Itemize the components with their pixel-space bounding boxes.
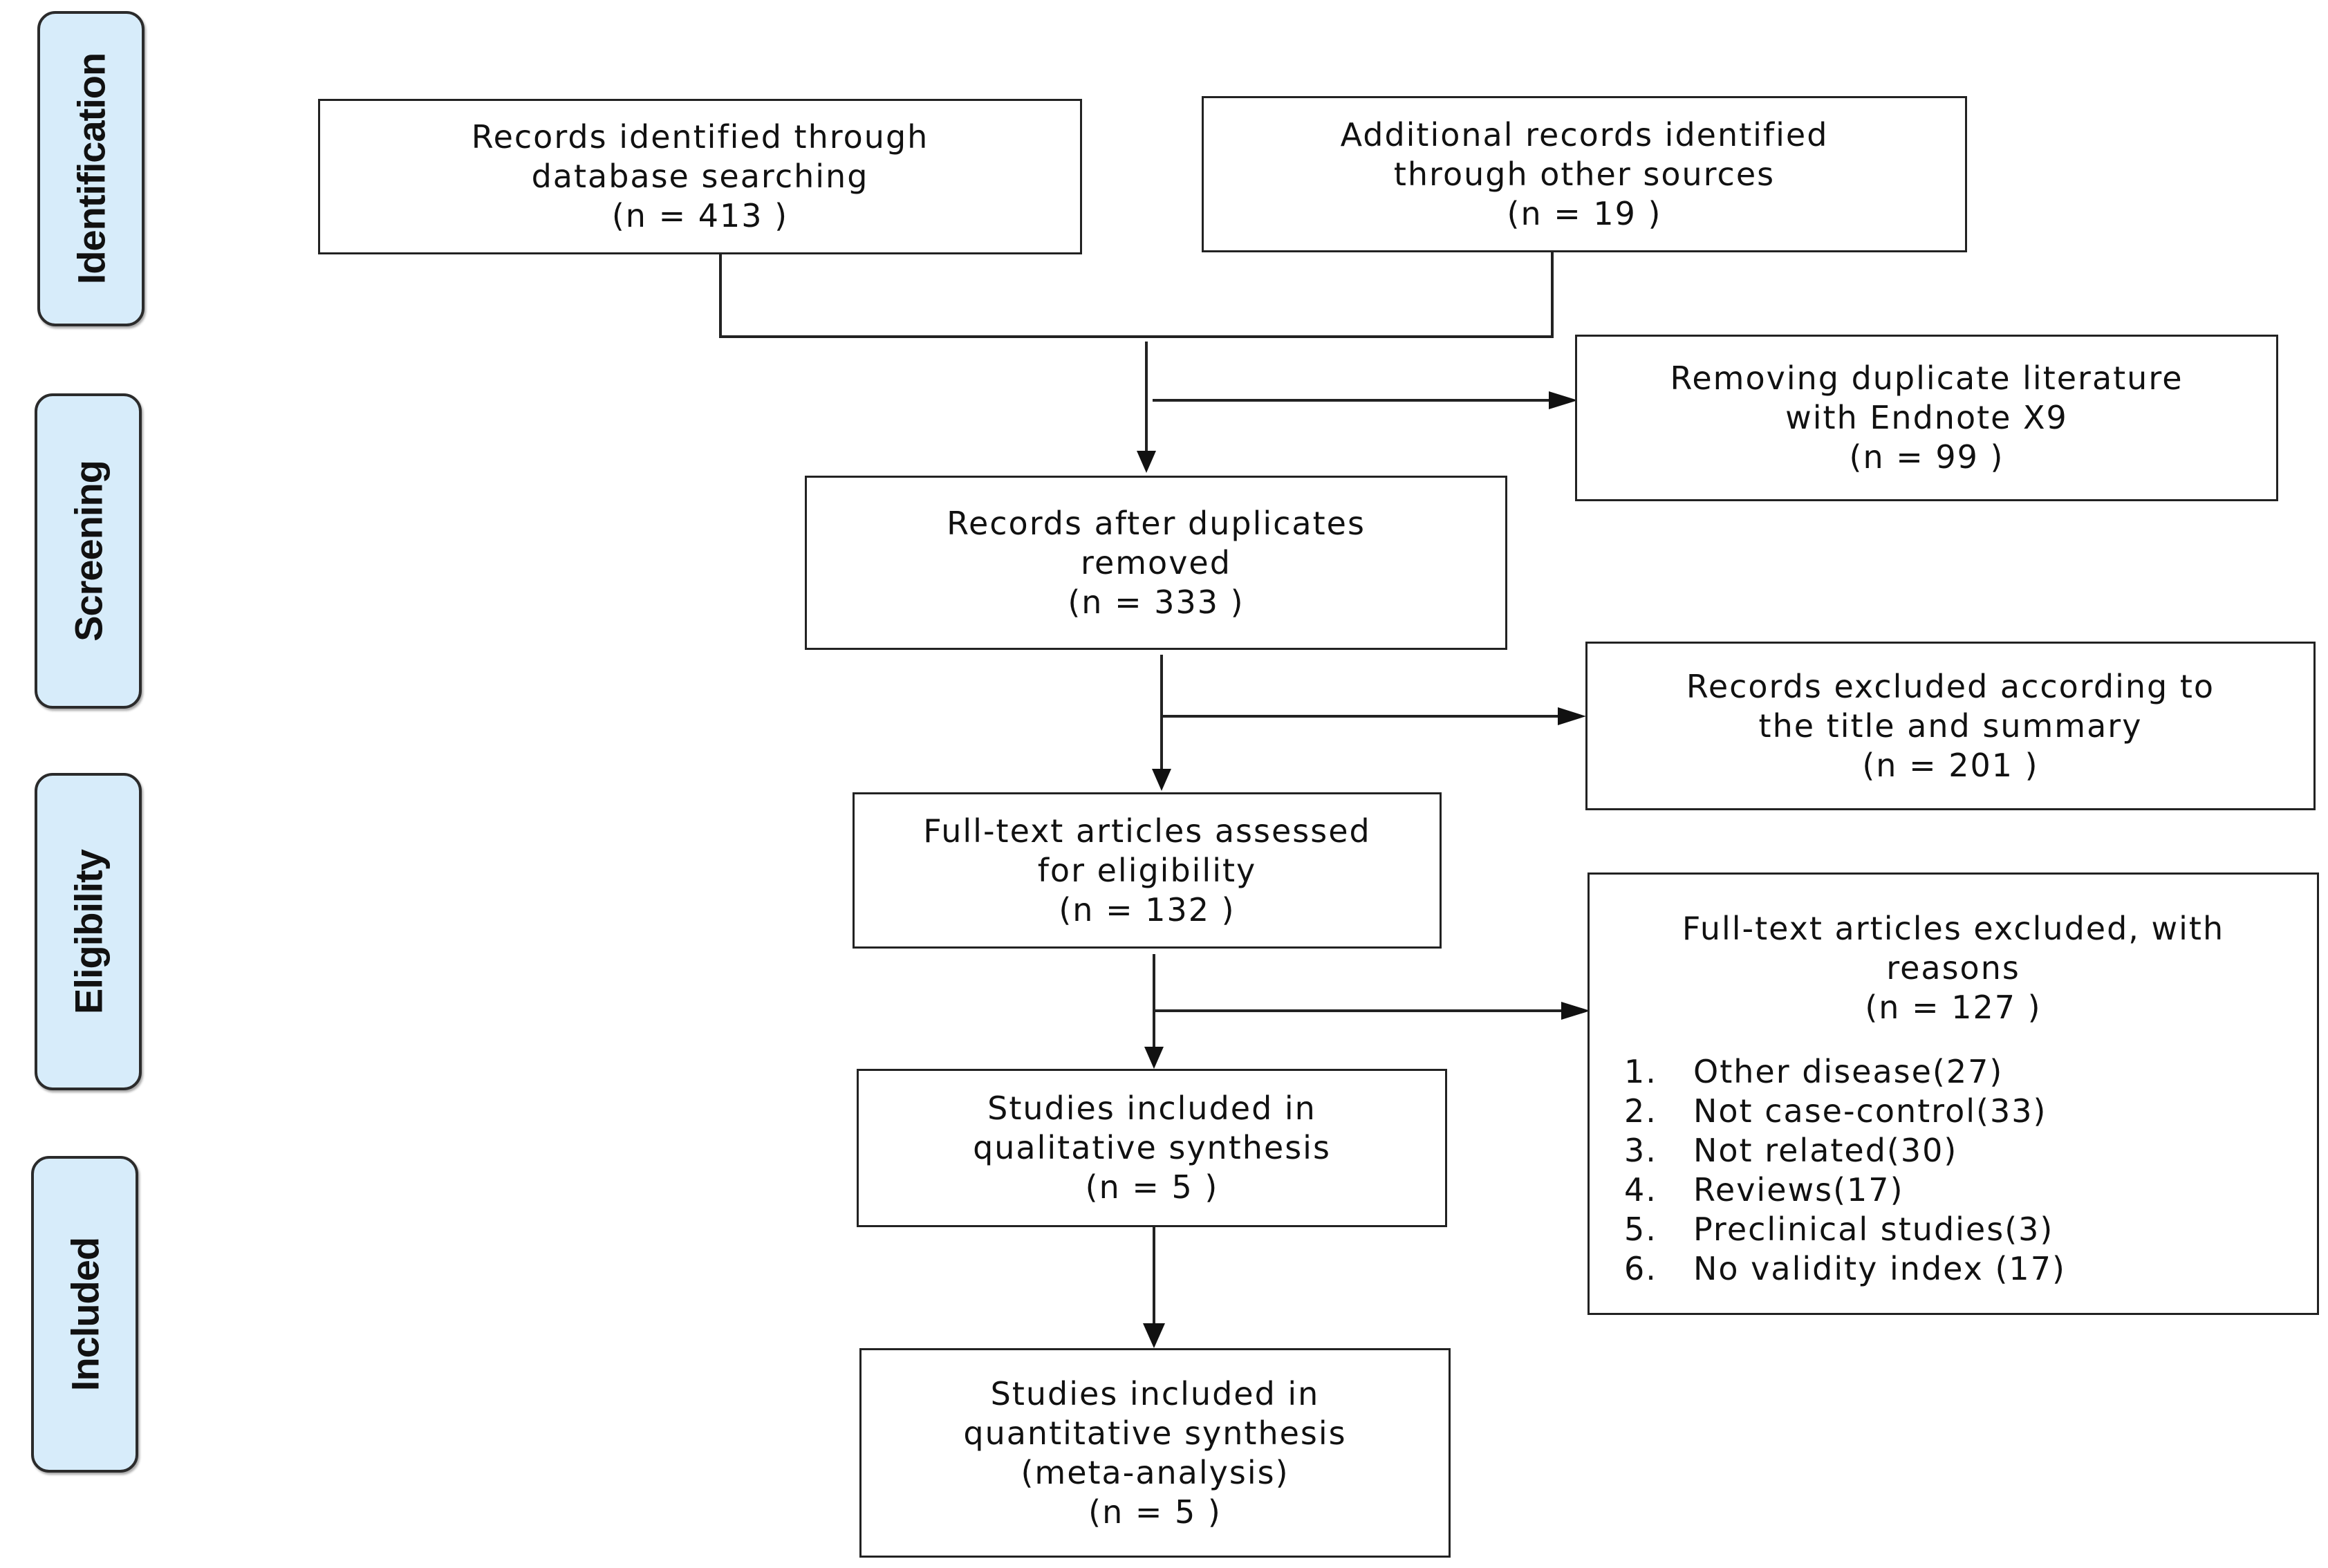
box-text: the title and summary	[1758, 707, 2143, 745]
box-text: Records identified through	[471, 118, 929, 156]
box-text: for eligibility	[1037, 851, 1257, 889]
stage-included: Included	[31, 1156, 138, 1473]
stage-identification: Identification	[37, 11, 145, 326]
stage-screening: Screening	[35, 393, 142, 709]
list-item-number: 5.	[1624, 1211, 1657, 1248]
box-text: Full-text articles assessed	[923, 812, 1371, 850]
list-item: 1. Other disease(27)	[1624, 1052, 2066, 1092]
box-fulltext-excluded: Full-text articles excluded, with reason…	[1587, 872, 2319, 1315]
arrowhead-after-duplicates	[1137, 451, 1156, 473]
box-text: Studies included in	[987, 1090, 1316, 1127]
list-item-text: No validity index (17)	[1693, 1250, 2066, 1287]
list-item-text: Not related(30)	[1693, 1132, 1958, 1169]
box-qualitative-synthesis: Studies included in qualitative synthesi…	[857, 1069, 1447, 1227]
box-after-duplicates: Records after duplicates removed (n = 33…	[805, 476, 1507, 650]
arrowhead-fulltext	[1152, 769, 1171, 791]
arrowhead-endnote	[1549, 391, 1578, 409]
box-count: (n = 333 )	[1068, 583, 1245, 621]
box-fulltext-assessed: Full-text articles assessed for eligibil…	[853, 792, 1442, 949]
box-count: (n = 132 )	[1059, 890, 1236, 928]
box-text: reasons	[1886, 949, 2020, 987]
list-item: 5. Preclinical studies(3)	[1624, 1210, 2066, 1249]
stage-eligibility: Eligibility	[35, 773, 142, 1090]
box-excluded-title-summary: Records excluded according to the title …	[1585, 642, 2316, 810]
box-text: Full-text articles excluded, with	[1682, 910, 2225, 947]
list-item: 2. Not case-control(33)	[1624, 1092, 2066, 1131]
arrowhead-excluded-title	[1558, 707, 1586, 725]
box-text: Studies included in	[990, 1374, 1320, 1412]
box-text: Records after duplicates	[947, 504, 1366, 542]
box-duplicates-endnote: Removing duplicate literature with Endno…	[1575, 335, 2278, 501]
box-text: (meta-analysis)	[1021, 1453, 1289, 1491]
box-text: qualitative synthesis	[973, 1129, 1331, 1166]
box-text: through other sources	[1393, 155, 1776, 193]
arrowhead-fulltext-excluded	[1561, 1002, 1590, 1020]
box-count: (n = 127 )	[1865, 989, 2042, 1026]
arrowhead-qualitative	[1144, 1047, 1164, 1069]
box-text: quantitative synthesis	[963, 1414, 1347, 1452]
list-item: 3. Not related(30)	[1624, 1131, 2066, 1170]
list-item-text: Not case-control(33)	[1693, 1092, 2047, 1130]
list-item: 6. No validity index (17)	[1624, 1249, 2066, 1289]
list-item-number: 3.	[1624, 1132, 1657, 1169]
list-item-text: Other disease(27)	[1693, 1053, 2004, 1090]
list-item-number: 1.	[1624, 1053, 1657, 1090]
box-quantitative-synthesis: Studies included in quantitative synthes…	[859, 1348, 1451, 1558]
box-text: Removing duplicate literature	[1670, 360, 2183, 397]
exclusion-reasons-list: 1. Other disease(27) 2. Not case-control(3…	[1590, 1052, 2066, 1289]
box-count: (n = 19 )	[1507, 194, 1662, 232]
box-database-records: Records identified through database sear…	[318, 99, 1082, 254]
box-count: (n = 5 )	[1088, 1493, 1222, 1531]
box-text: database searching	[531, 158, 869, 195]
list-item-number: 2.	[1624, 1092, 1657, 1130]
list-item-text: Preclinical studies(3)	[1693, 1211, 2054, 1248]
box-text: removed	[1081, 543, 1231, 581]
box-count: (n = 99 )	[1849, 438, 2004, 476]
list-item-text: Reviews(17)	[1693, 1171, 1904, 1208]
list-item-number: 6.	[1624, 1250, 1657, 1287]
list-item: 4. Reviews(17)	[1624, 1170, 2066, 1210]
list-item-number: 4.	[1624, 1171, 1657, 1208]
box-count: (n = 201 )	[1862, 746, 2039, 784]
box-text: Additional records identified	[1340, 115, 1829, 153]
box-text: Records excluded according to	[1686, 667, 2215, 705]
box-count: (n = 413 )	[611, 197, 789, 234]
box-text: with Endnote X9	[1785, 399, 2068, 436]
box-other-sources: Additional records identified through ot…	[1202, 96, 1967, 252]
arrowhead-quantitative	[1143, 1323, 1165, 1348]
box-count: (n = 5 )	[1085, 1168, 1219, 1206]
